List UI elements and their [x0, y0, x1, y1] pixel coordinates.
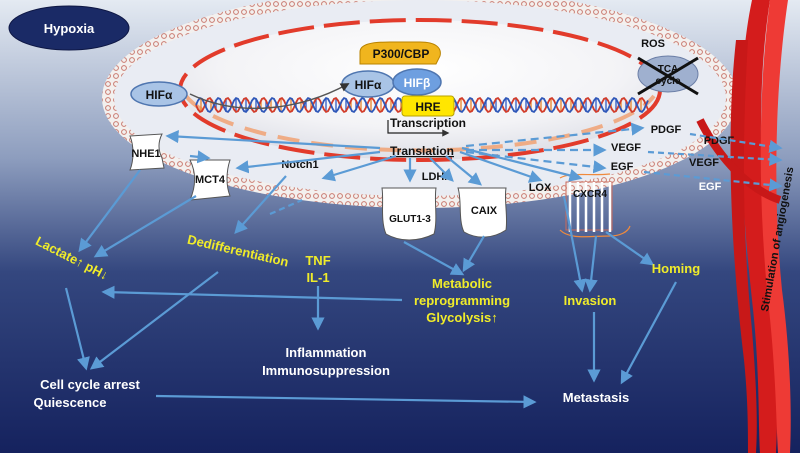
arrow-to-egf: [465, 150, 607, 174]
nhe1-label: NHE1: [131, 148, 160, 160]
arrow-to-mct4: [235, 150, 381, 174]
arrow-to-notch1: [321, 154, 397, 182]
p300-cbp-shape: [359, 41, 441, 65]
hif-alpha-nuc-label: HIFα: [355, 78, 382, 92]
tca-cross: [637, 56, 699, 96]
tca-label-1: TCA: [658, 64, 679, 75]
arrow-cellcycle-metastasis: [155, 394, 537, 409]
cellcycle-label-2: Quiescence: [34, 395, 107, 410]
arrow-cxcr4-homing: [605, 231, 655, 266]
homing-label: Homing: [652, 261, 700, 276]
hif-alpha-cytoplasmic: [130, 81, 188, 107]
translation-label: Translation: [390, 144, 454, 158]
hif-alpha-cyto-label: HIFα: [146, 88, 173, 102]
hre-box: [401, 95, 455, 117]
hif-beta: [392, 68, 442, 96]
arrow-dediff-cellcycle: [89, 271, 219, 370]
caix-transporter: [457, 187, 508, 238]
caix-label: CAIX: [471, 205, 498, 217]
glut-label: GLUT1-3: [389, 214, 431, 225]
arrow-nhe1-mct4: [189, 150, 211, 164]
inflammation-label-2: Immunosuppression: [262, 363, 390, 378]
arrow-metabolic-lactate: [101, 285, 403, 302]
vegf-outer-label: VEGF: [689, 157, 719, 169]
cellcycle-label-1: Cell cycle arrest: [40, 377, 140, 392]
p300-label: P300/CBP: [373, 47, 430, 61]
arrow-to-nhe1: [165, 130, 381, 150]
arrow-caix-metabolic: [462, 235, 485, 273]
vegf-inner-label: VEGF: [611, 142, 641, 154]
glut-transporter: [381, 187, 437, 241]
pathway-arrows: [64, 122, 783, 409]
arrow-notch1-dediff: [234, 175, 287, 234]
arrow-to-ldha: [429, 157, 454, 182]
arrow-glut-metabolic: [403, 241, 465, 276]
lox-label: LOX: [529, 182, 552, 194]
metabolic-label-2: reprogramming: [414, 293, 510, 308]
transcription-label: Transcription: [390, 116, 466, 130]
il1-label: IL-1: [306, 270, 329, 285]
arrow-to-pdgf: [465, 122, 645, 148]
translocation-arrow: [189, 83, 350, 110]
arrow-to-lox: [459, 150, 543, 183]
ros-label: ROS: [641, 38, 665, 50]
arrow-vegf-out: [647, 150, 783, 166]
nhe1-transporter: [129, 133, 165, 171]
metabolic-label-1: Metabolic: [432, 276, 492, 291]
arrow-lox-invasion: [562, 195, 587, 293]
invasion-label: Invasion: [564, 293, 617, 308]
tnf-label: TNF: [305, 253, 330, 268]
pdgf-inner-label: PDGF: [651, 124, 682, 136]
arrow-mct4-lactate: [93, 195, 197, 258]
arrow-cxcr4-invasion: [584, 235, 598, 293]
arrow-lactate-cellcycle: [64, 287, 90, 371]
hre-label: HRE: [415, 100, 440, 114]
mct4-transporter: [189, 159, 231, 201]
arrow-to-caix: [445, 155, 483, 186]
metabolic-label-3: Glycolysis↑: [426, 310, 498, 325]
hif-beta-label: HIFβ: [404, 76, 431, 90]
egf-outer-label: EGF: [699, 181, 722, 193]
blood-vessel: [696, 0, 791, 453]
arrow-tnf-dashed: [269, 198, 303, 216]
arrow-pdgf-out: [689, 132, 783, 153]
hypoxia-label: Hypoxia: [44, 21, 95, 36]
inflammation-label-1: Inflammation: [286, 345, 367, 360]
metastasis-label: Metastasis: [563, 390, 629, 405]
arrow-homing-metastasis: [620, 281, 677, 385]
arrow-egf-out: [643, 170, 783, 192]
tca-label-2: cycle: [655, 76, 680, 87]
egf-inner-label: EGF: [611, 161, 634, 173]
arrow-nhe1-lactate: [78, 169, 141, 253]
hypoxia-badge: [8, 5, 130, 51]
cxcr4-label: CXCR4: [573, 189, 607, 200]
mitochondrion: [637, 55, 699, 93]
mct4-label: MCT4: [195, 174, 226, 186]
